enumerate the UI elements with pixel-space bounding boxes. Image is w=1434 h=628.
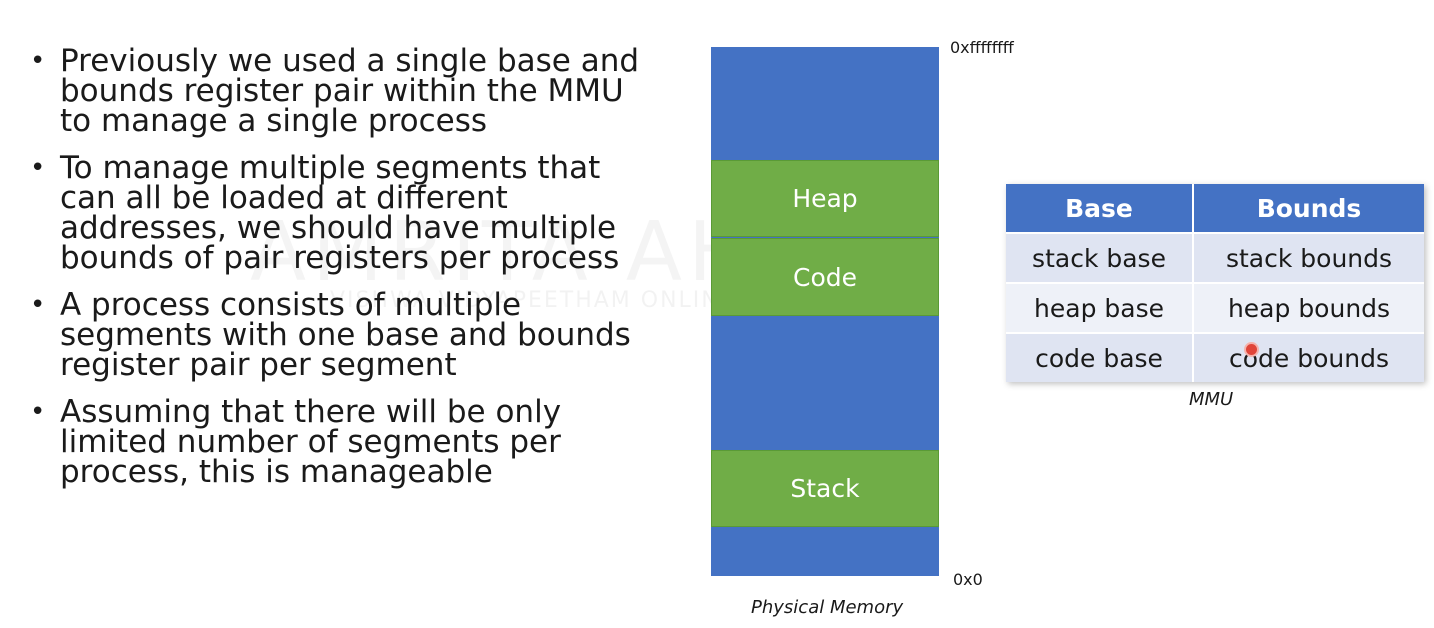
bottom-address-label: 0x0	[953, 570, 983, 589]
mmu-register-table: Base Bounds stack base stack bounds heap…	[1006, 184, 1424, 382]
table-row: code base code bounds	[1006, 332, 1424, 382]
top-address-label: 0xffffffff	[950, 38, 1014, 57]
bullet-item: A process consists of multiple segments …	[30, 290, 640, 381]
table-cell: stack base	[1006, 232, 1195, 283]
table-cell: code base	[1006, 332, 1195, 382]
bullet-list: Previously we used a single base and bou…	[30, 46, 640, 504]
table-header-row: Base Bounds	[1006, 184, 1424, 233]
bullet-item: Assuming that there will be only limited…	[30, 397, 640, 488]
table-row: stack base stack bounds	[1006, 232, 1424, 283]
table-cell: code bounds	[1193, 332, 1424, 382]
heap-segment: Heap	[711, 160, 939, 237]
code-segment: Code	[711, 238, 939, 316]
base-column-header: Base	[1006, 184, 1195, 233]
mmu-caption: MMU	[1189, 389, 1234, 410]
bullet-item: Previously we used a single base and bou…	[30, 46, 640, 137]
physical-memory-caption: Physical Memory	[751, 597, 904, 618]
table-cell: heap base	[1006, 282, 1195, 333]
stack-segment: Stack	[711, 450, 939, 527]
pointer-cursor-icon	[1244, 342, 1259, 357]
table-cell: stack bounds	[1193, 232, 1424, 283]
physical-memory-block: Heap Code Stack	[711, 47, 939, 576]
table-cell: heap bounds	[1193, 282, 1424, 333]
bounds-column-header: Bounds	[1193, 184, 1424, 233]
bullet-item: To manage multiple segments that can all…	[30, 153, 640, 274]
table-row: heap base heap bounds	[1006, 282, 1424, 333]
